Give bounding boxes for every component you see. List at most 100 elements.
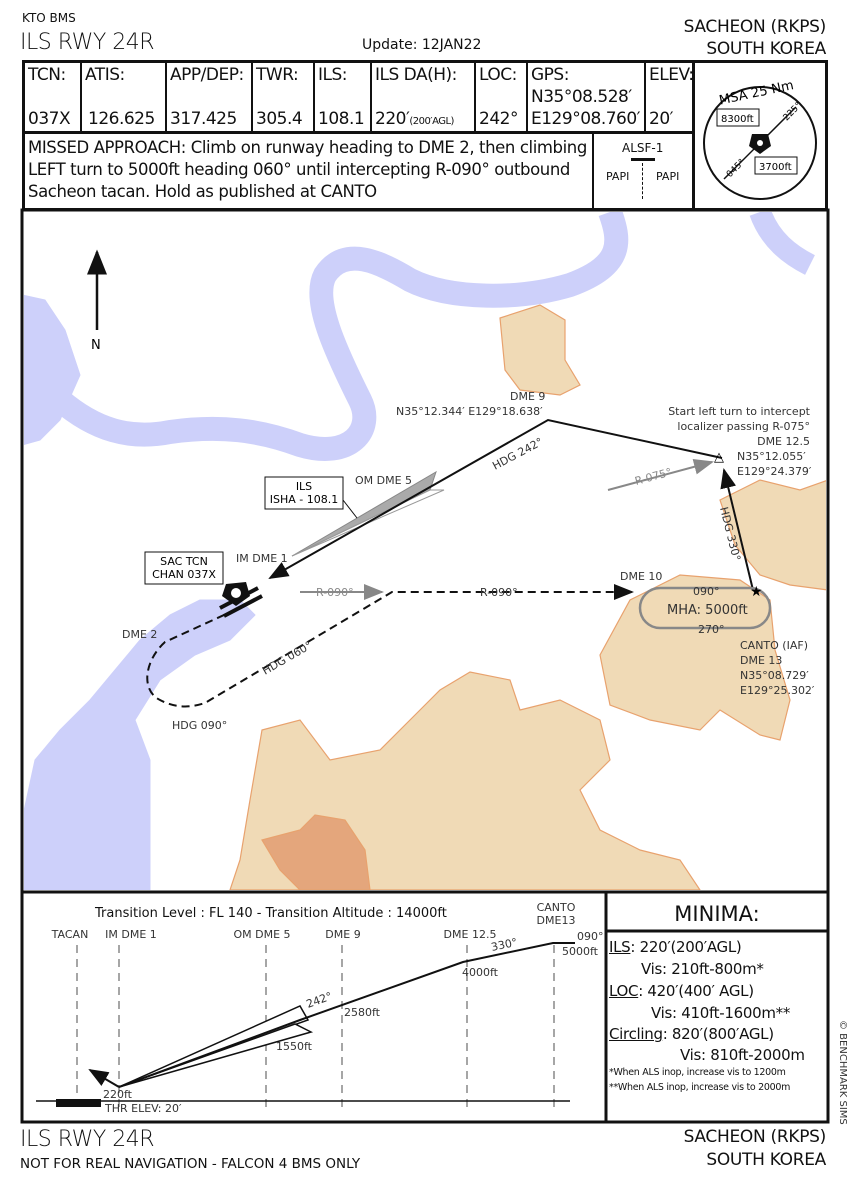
alt-220: 220ft xyxy=(103,1088,133,1101)
ils-label: ILS: xyxy=(318,65,348,85)
chart-title: ILS RWY 24R xyxy=(20,30,155,55)
app-value: 317.425 xyxy=(170,109,237,129)
ils-callout-line2: ISHA - 108.1 xyxy=(270,493,338,506)
canto-lon: E129°25.302′ xyxy=(740,684,815,697)
twr-cell: TWR:305.4 xyxy=(253,63,315,131)
tcn-cell: TCN: 037X xyxy=(25,63,82,131)
minima-frame xyxy=(604,890,830,1124)
dme2-label: DME 2 xyxy=(122,628,157,641)
atis-label: ATIS: xyxy=(85,65,125,85)
om-label: OM DME 5 xyxy=(355,474,412,487)
r-090-label: R-090° xyxy=(316,586,354,599)
da-value: 220′ xyxy=(375,109,410,129)
divider xyxy=(592,134,594,208)
alsf-label: ALSF-1 xyxy=(622,141,664,155)
hdg-090-label: HDG 090° xyxy=(172,719,227,732)
circling-minima-label: Circling xyxy=(609,1025,663,1043)
loc-label: LOC: xyxy=(479,65,517,85)
turn-note: Start left turn to intercept xyxy=(668,405,810,418)
im-label: IM DME 1 xyxy=(236,552,288,565)
msa-bearing-045: 045° xyxy=(725,157,747,179)
dme9-coords: N35°12.344′ E129°18.638′ xyxy=(396,405,543,418)
papi-left: PAPI xyxy=(606,170,630,183)
ils-value: 108.1 xyxy=(318,109,365,129)
da-cell: ILS DA(H): 220′(200′AGL) xyxy=(372,63,476,131)
dme125-label: DME 12.5 xyxy=(757,435,810,448)
tacan-callout-line1: SAC TCN xyxy=(160,555,208,568)
tcn-value: 037X xyxy=(28,109,71,129)
fix-label-tacan: TACAN xyxy=(51,928,89,941)
elev-cell: ELEV: 20′ xyxy=(646,63,694,131)
profile-path xyxy=(118,942,575,1088)
footer-airport: SACHEON (RKPS) xyxy=(683,1127,827,1147)
footer-title: ILS RWY 24R xyxy=(20,1127,155,1152)
r-090-label: R-090° xyxy=(480,586,518,599)
update-date: Update: 12JAN22 xyxy=(362,37,482,53)
ils-callout xyxy=(264,476,344,510)
elev-value: 20′ xyxy=(649,109,674,129)
hdg-330-profile: 330° xyxy=(490,936,519,954)
da-label: ILS DA(H): xyxy=(375,65,457,85)
elev-label: ELEV: xyxy=(649,65,694,85)
hold-outbound: 270° xyxy=(698,623,725,636)
hdg-330-track xyxy=(720,468,754,591)
circling-minima: : 820′(800′AGL) xyxy=(662,1025,774,1043)
als-note-2: **When ALS inop, increase vis to 2000m xyxy=(609,1082,791,1093)
r-075-label: R-075° xyxy=(633,466,673,488)
hdg-242-label: HDG 242° xyxy=(490,435,545,472)
msa-sector-2: 3700ft xyxy=(759,162,792,173)
tacan-callout xyxy=(144,551,224,585)
final-approach-track xyxy=(268,418,723,579)
dme125-lat: N35°12.055′ xyxy=(737,450,806,463)
terrain xyxy=(229,304,826,890)
fix-label-im: IM DME 1 xyxy=(105,928,157,941)
approach-light-bar xyxy=(631,158,655,161)
ils-minima-label: ILS xyxy=(609,938,631,956)
copyright: © BENCHMARK SIMS xyxy=(837,1020,848,1125)
canto-profile-label: CANTO xyxy=(537,901,576,914)
hold-inbound: 090° xyxy=(693,585,720,598)
loc-minima-label: LOC xyxy=(609,982,639,1000)
hdg-060-label: HDG 060° xyxy=(260,639,314,678)
turn-note: localizer passing R-075° xyxy=(677,420,810,433)
alt-1550: 1550ft xyxy=(276,1040,313,1053)
dme10-label: DME 10 xyxy=(620,570,662,583)
fix-label-dme9: DME 9 xyxy=(325,928,360,941)
als-note-1: *When ALS inop, increase vis to 1200m xyxy=(609,1067,786,1078)
country-name: SOUTH KOREA xyxy=(706,39,826,59)
threshold-elevation: THR ELEV: 20′ xyxy=(104,1102,182,1115)
app-cell: APP/DEP: 317.425 xyxy=(167,63,253,131)
gps-lon: E129°08.760′ xyxy=(531,109,641,129)
loc-cell: LOC:242° xyxy=(476,63,528,131)
north-label: N xyxy=(91,338,101,353)
source-label: KTO BMS xyxy=(22,11,76,25)
tcn-label: TCN: xyxy=(28,65,66,85)
dme9-label: DME 9 xyxy=(510,390,545,403)
missed-approach-arrow xyxy=(88,1068,120,1088)
airport-name: SACHEON (RKPS) xyxy=(683,17,827,37)
ils-cell: ILS: 108.1 xyxy=(315,63,372,131)
ils-callout-line1: ILS xyxy=(296,480,312,493)
runway-profile xyxy=(56,1099,101,1107)
app-label: APP/DEP: xyxy=(170,65,244,85)
transition-text: Transition Level : FL 140 - Transition A… xyxy=(94,906,447,921)
da-agl: (200′AGL) xyxy=(409,116,454,127)
canto-label: CANTO (IAF) xyxy=(740,639,808,652)
gps-cell: GPS:N35°08.528′E129°08.760′ xyxy=(528,63,646,131)
alt-2580: 2580ft xyxy=(344,1006,381,1019)
circling-visibility: Vis: 810ft-2000m xyxy=(680,1046,805,1064)
canto-dme: DME 13 xyxy=(740,654,782,667)
alt-5000: 5000ft xyxy=(562,945,599,958)
footer-country: SOUTH KOREA xyxy=(706,1150,826,1170)
hdg-242-profile: 242° xyxy=(305,990,334,1011)
missed-approach-text: MISSED APPROACH: Climb on runway heading… xyxy=(28,138,587,201)
twr-value: 305.4 xyxy=(256,109,303,129)
divider xyxy=(692,60,695,211)
glideslope-feather xyxy=(118,1023,314,1088)
loc-visibility: Vis: 410ft-1600m** xyxy=(651,1004,791,1022)
loc-minima: : 420′(400′ AGL) xyxy=(638,982,754,1000)
ils-visibility: Vis: 210ft-800m* xyxy=(641,960,764,978)
canto-profile-dme: DME13 xyxy=(537,914,576,927)
gps-label: GPS: xyxy=(531,65,569,85)
